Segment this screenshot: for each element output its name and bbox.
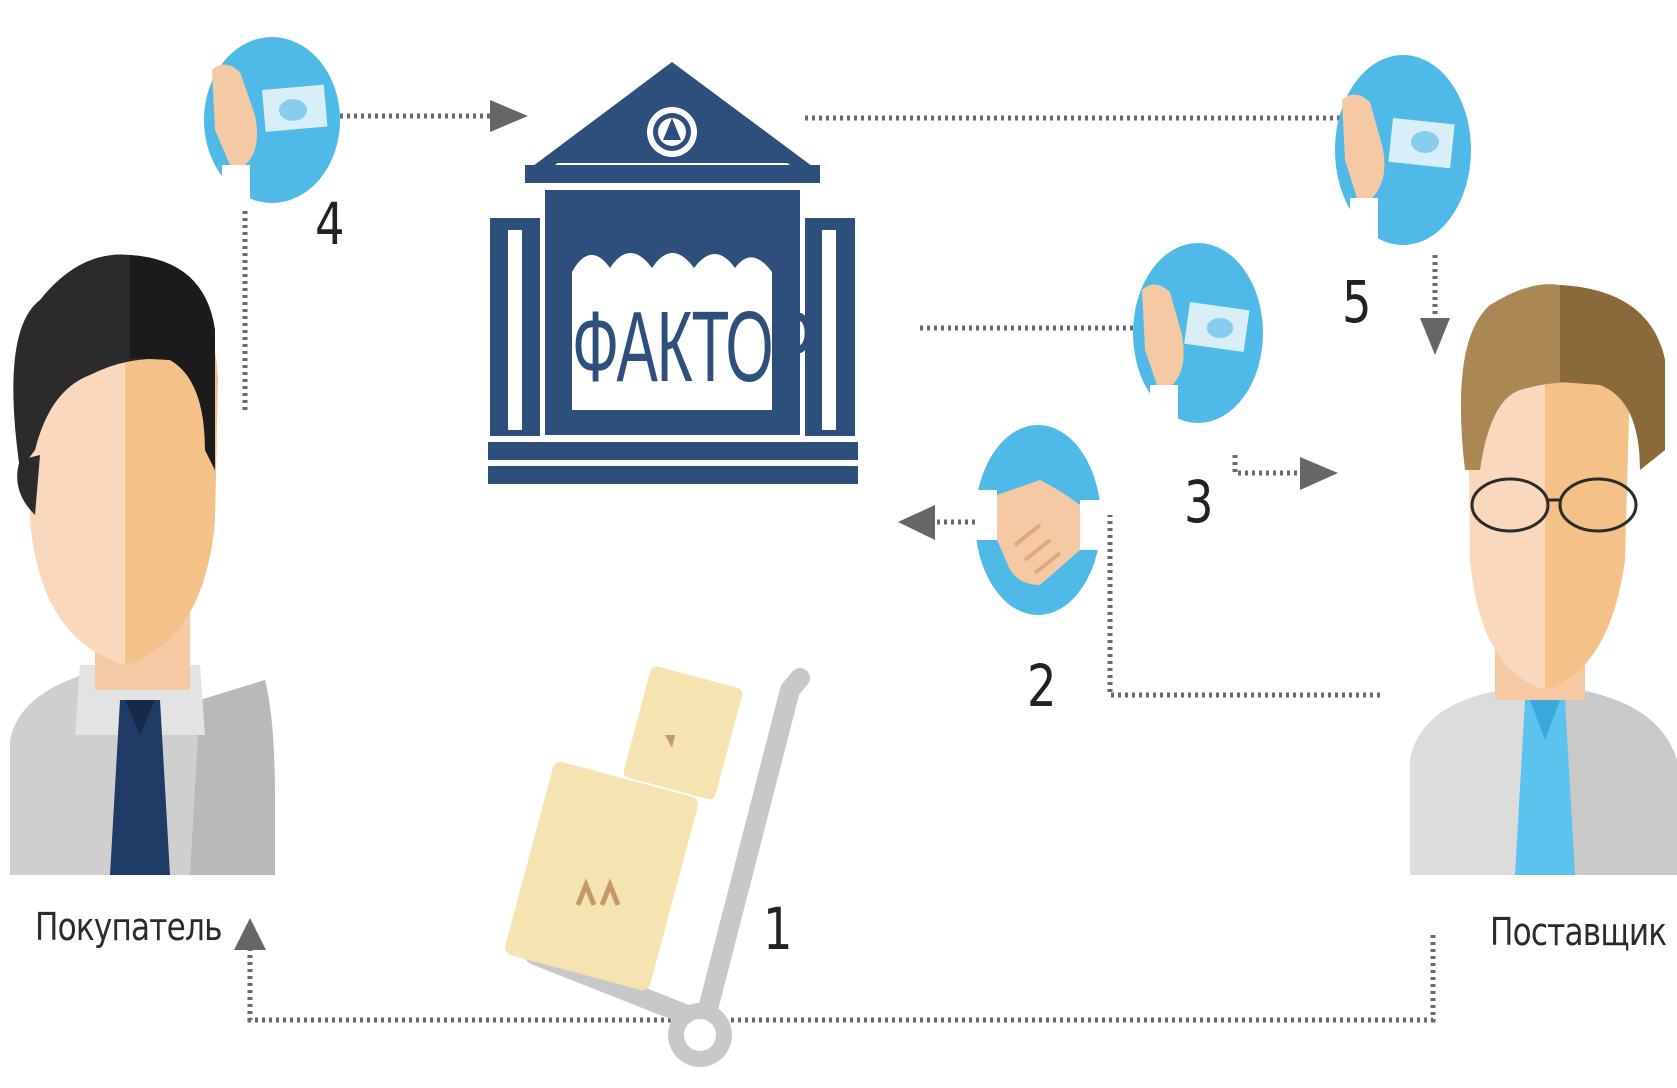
step-number-4: 4 [315, 190, 345, 258]
buyer-person-icon [10, 254, 275, 875]
step-number-1: 1 [763, 895, 793, 963]
flow-line-2 [1107, 515, 1380, 698]
arrowheads [234, 100, 1450, 950]
flow-line-3b [1232, 455, 1305, 476]
step-number-3: 3 [1184, 468, 1214, 536]
supplier-label: Поставщик [1490, 910, 1667, 954]
buyer-label: Покупатель [35, 905, 222, 949]
cart-with-boxes-icon [505, 666, 810, 1067]
glasses-icon [1470, 477, 1638, 533]
step-number-5: 5 [1342, 268, 1372, 336]
step-number-2: 2 [1027, 652, 1057, 720]
arrowhead-4 [490, 100, 528, 132]
hand-money-icon-step5 [1335, 55, 1471, 245]
hand-money-icon-step4 [204, 37, 340, 203]
hand-money-icon-step3 [1133, 243, 1263, 425]
flow-lines [242, 113, 1438, 1023]
supplier-person-icon [1410, 284, 1677, 875]
arrowhead-5 [1420, 318, 1450, 355]
handshake-icon [975, 425, 1102, 615]
arrowhead-3 [1300, 457, 1338, 490]
factor-label: ФАКТОР [572, 291, 814, 403]
arrowhead-2 [898, 505, 935, 540]
bank-building-icon [488, 62, 858, 484]
arrowhead-1 [234, 918, 266, 950]
flow-line-1 [247, 935, 1436, 1023]
